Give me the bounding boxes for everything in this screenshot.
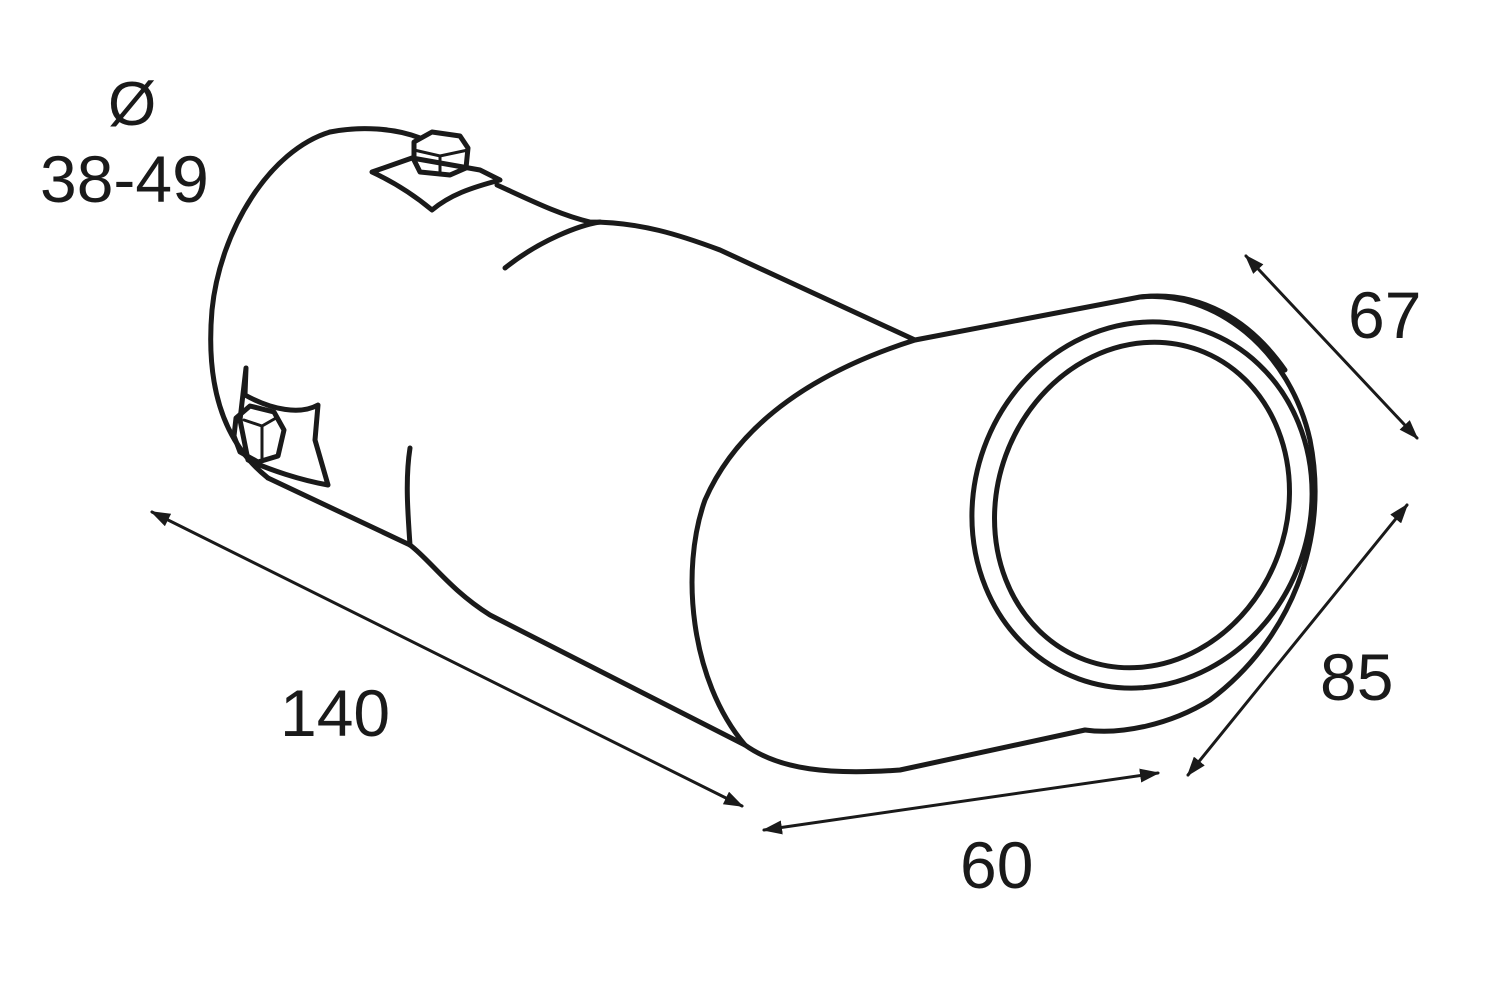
- side-clamp-bolt-head: [231, 403, 287, 465]
- inlet-pipe-waist-front: [407, 542, 748, 748]
- side-clamp: [231, 365, 331, 488]
- inlet-pipe-seam-top: [502, 219, 603, 271]
- dimension-line-height: [1186, 503, 1409, 777]
- inlet-pipe-top-edge: [327, 126, 423, 141]
- depth-dimension-label: 67: [1348, 278, 1422, 352]
- diameter-range-label: 38-49: [40, 142, 209, 216]
- top-clamp-bolt-face: [412, 148, 470, 177]
- inlet-pipe-rim: [208, 129, 333, 481]
- outlet-body: [689, 293, 1318, 775]
- height-dimension-label: 85: [1320, 640, 1394, 714]
- length-dimension-label: 140: [280, 676, 391, 750]
- side-clamp-band: [237, 365, 331, 488]
- top-clamp-bolt-head: [411, 129, 471, 178]
- top-clamp: [369, 129, 503, 213]
- dimension-line-width: [762, 768, 1160, 835]
- dimension-line-length: [150, 510, 744, 808]
- outlet-back-curve: [689, 337, 1088, 775]
- top-clamp-band: [369, 155, 503, 213]
- inlet-pipe-waist-back: [494, 182, 918, 343]
- width-dimension-label: 60: [960, 828, 1034, 902]
- diameter-symbol-label: Ø: [108, 70, 157, 139]
- dimension-line-depth: [1244, 254, 1419, 440]
- inlet-pipe-bottom-edge: [265, 475, 413, 548]
- side-clamp-bolt-face: [242, 416, 278, 460]
- inlet-pipe-seam-left: [404, 445, 413, 548]
